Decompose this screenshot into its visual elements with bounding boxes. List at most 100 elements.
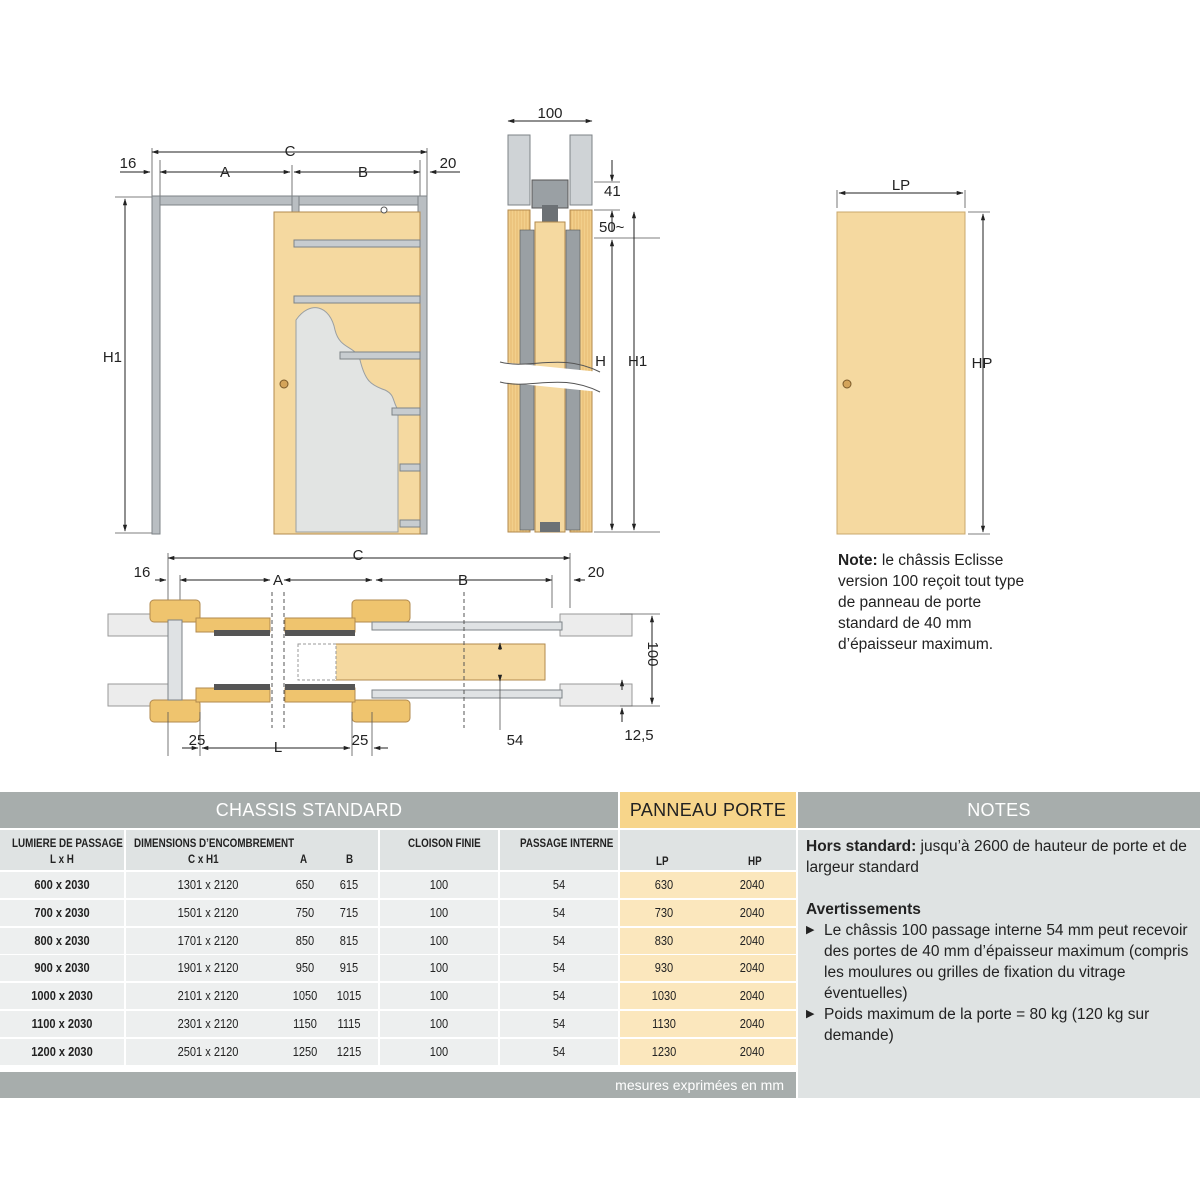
table-footer [0,1072,796,1098]
table-row-cell-bg [620,983,796,1010]
table-row-cell-bg [500,872,618,898]
header-chassis-standard: CHASSIS STANDARD [0,792,618,828]
note-text-block: Note: le châssis Eclisse version 100 reç… [838,550,1038,655]
table-row-cell-bg [126,872,378,898]
table-cell-passage: 54 [552,932,566,948]
col-hp: HP [748,854,762,868]
table-cell-lh: 1200 x 2030 [31,1043,93,1059]
table-cell-b: 615 [339,877,359,892]
notes-avertissements-title: Avertissements [806,901,921,918]
vertical-section: 100 41 50~ H H1 [499,105,660,533]
table-row-cell-bg [620,927,796,954]
table-cell-hp: 2040 [739,932,765,948]
footer-units-note: mesures exprimées en mm [615,1077,784,1093]
dim-20-label: 20 [440,155,457,172]
table-cell-b: 1115 [337,1016,361,1031]
table-row-cell-bg [380,927,498,954]
table-row-cell-bg [500,1011,618,1037]
table-cell-hp: 2040 [739,1043,765,1059]
table-cell-a: 850 [295,932,315,948]
table-cell-hp: 2040 [739,877,765,892]
dim-c-label: C [285,143,296,160]
notes-body: Hors standard: jusqu’à 2600 de hauteur d… [806,836,1194,1046]
table-cell-ch: 2501 x 2120 [177,1043,239,1059]
technical-drawing: C A B 16 20 H1 100 [103,105,992,756]
table-row-cell-bg [500,1038,618,1065]
table-row-cell-bg [500,955,618,982]
front-elevation: C A B 16 20 H1 [103,143,460,535]
table-row-cell-bg [126,983,378,1010]
header-notes: NOTES [798,792,1200,828]
notes-hors-standard: Hors standard: jusqu’à 2600 de hauteur d… [806,836,1194,878]
table-cell-a: 750 [295,904,315,920]
table-cell-cloison: 100 [429,932,449,948]
subheader-panneau [620,830,796,870]
subheader-passage [500,830,618,870]
notes-hors-label: Hors standard: [806,838,917,855]
plan-dim-b-label: B [458,572,468,589]
table-cell-passage: 54 [552,960,566,976]
table-cell-passage: 54 [552,877,566,892]
table-cell-cloison: 100 [429,988,449,1004]
col-cloison: CLOISON FINIE [408,836,481,850]
col-lp: LP [656,854,669,868]
table-cell-passage: 54 [552,1016,566,1031]
table-cell-lh: 900 x 2030 [34,960,90,976]
col-b: B [346,852,354,866]
table-cell-cloison: 100 [429,1043,449,1059]
table-row-cell-bg [126,899,378,926]
table-cell-hp: 2040 [739,904,765,920]
subheader-dimensions [126,830,378,870]
table-cell-b: 815 [339,932,359,948]
table-cell-a: 950 [295,960,315,976]
table-cell-lh: 1000 x 2030 [31,988,93,1004]
plan-dim-25a-label: 25 [189,732,206,749]
table-row-cell-bg [126,1038,378,1065]
table-row-cell-bg [620,1011,796,1037]
table-row-cell-bg [500,983,618,1010]
table-row-cell-bg [0,1011,124,1037]
table-cell-cloison: 100 [429,1016,449,1031]
col-lumiere-line1: LUMIERE DE PASSAGE [12,836,123,850]
table-cell-b: 715 [339,904,359,920]
table-cell-lp: 830 [654,932,674,948]
table-cell-lp: 1030 [651,988,677,1004]
table-cell-cloison: 100 [429,960,449,976]
note-body: le châssis Eclisse version 100 reçoit to… [838,552,1025,653]
table-row-cell-bg [126,927,378,954]
table-cell-lp: 930 [654,960,674,976]
table-row-cell-bg [126,955,378,982]
table-cell-lp: 630 [654,877,674,892]
table-row-cell-bg [0,927,124,954]
table-cell-b: 1215 [336,1043,362,1059]
table-cell-b: 1015 [336,988,362,1004]
table-cell-hp: 2040 [739,1016,765,1031]
notes-bullet-2: Poids maximum de la porte = 80 kg (120 k… [806,1004,1194,1046]
col-dimensions-line1: DIMENSIONS D’ENCOMBREMENT [134,836,295,850]
dim-16-label: 16 [120,155,137,172]
table-row-cell-bg [380,1011,498,1037]
plan-dim-20-label: 20 [588,564,605,581]
table-cell-hp: 2040 [739,960,765,976]
header-panneau-porte: PANNEAU PORTE [620,792,796,828]
table-cell-ch: 1501 x 2120 [177,904,239,920]
table-cell-a: 1250 [292,1043,318,1059]
table-cell-lp: 1230 [651,1043,677,1059]
dim-h1-label: H1 [103,349,122,366]
table-row-cell-bg [380,983,498,1010]
table-cell-a: 1050 [292,988,318,1004]
table-cell-cloison: 100 [429,877,449,892]
dimensions-table: CHASSIS STANDARD PANNEAU PORTE NOTES LUM… [0,792,1200,1098]
table-row-cell-bg [500,927,618,954]
subheader-cloison [380,830,498,870]
table-row-cell-bg [380,872,498,898]
table-cell-ch: 2301 x 2120 [177,1016,239,1031]
table-cell-ch: 1301 x 2120 [177,877,239,892]
plan-dim-54-label: 54 [507,732,524,749]
plan-dim-100-label: 100 [644,641,661,666]
table-row-cell-bg [620,955,796,982]
plan-dim-c-label: C [353,547,364,564]
table-cell-passage: 54 [552,988,566,1004]
table-cell-lh: 600 x 2030 [34,877,90,892]
table-row-cell-bg [0,1038,124,1065]
